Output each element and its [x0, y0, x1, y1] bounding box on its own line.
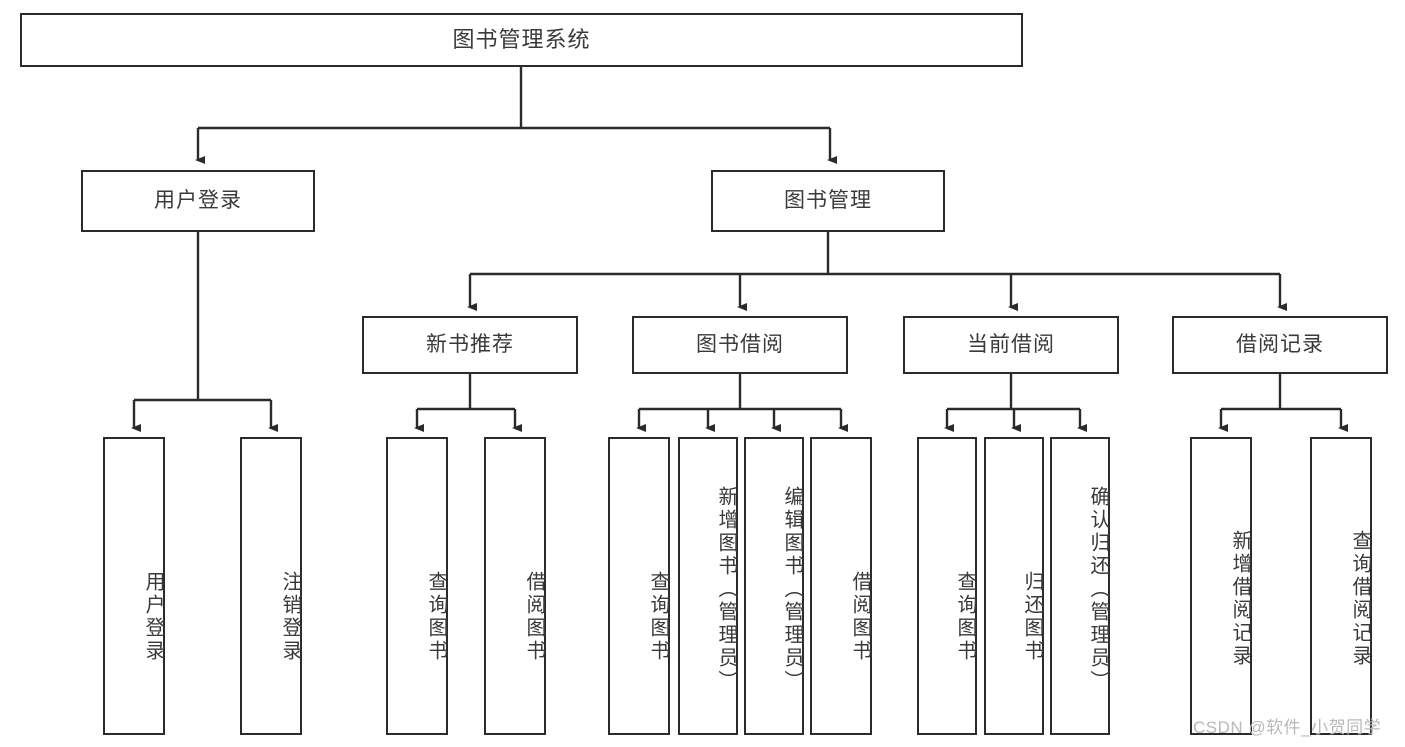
leaf-query-borrow-record[interactable]: 查询借阅记录	[1310, 437, 1372, 735]
leaf-query-book-borrow-label: 查询图书	[647, 571, 669, 663]
leaf-borrow-book[interactable]: 借阅图书	[810, 437, 872, 735]
leaf-confirm-return-admin[interactable]: 确认归还（管理员）	[1050, 437, 1110, 735]
leaf-edit-book-admin-label: 编辑图书（管理员）	[781, 485, 803, 693]
node-borrow-records[interactable]: 借阅记录	[1172, 316, 1388, 374]
leaf-add-book-admin-label: 新增图书（管理员）	[715, 485, 737, 693]
leaf-borrow-book-newbook-label: 借阅图书	[523, 571, 545, 663]
leaf-borrow-book-newbook[interactable]: 借阅图书	[484, 437, 546, 735]
leaf-logout-label: 注销登录	[279, 571, 301, 663]
leaf-query-book-newbook[interactable]: 查询图书	[386, 437, 448, 735]
leaf-borrow-book-label: 借阅图书	[849, 571, 871, 663]
leaf-add-borrow-record-label: 新增借阅记录	[1229, 530, 1251, 668]
leaf-add-borrow-record[interactable]: 新增借阅记录	[1190, 437, 1252, 735]
node-user-login[interactable]: 用户登录	[81, 170, 315, 232]
leaf-confirm-return-admin-label: 确认归还（管理员）	[1087, 485, 1109, 693]
leaf-query-borrow-record-label: 查询借阅记录	[1349, 530, 1371, 668]
leaf-user-login[interactable]: 用户登录	[103, 437, 165, 735]
leaf-return-book-label: 归还图书	[1021, 571, 1043, 663]
leaf-logout[interactable]: 注销登录	[240, 437, 302, 735]
leaf-query-book-borrow[interactable]: 查询图书	[608, 437, 670, 735]
node-new-book-recommend-label: 新书推荐	[426, 333, 514, 357]
node-book-management[interactable]: 图书管理	[711, 170, 945, 232]
node-current-borrow-label: 当前借阅	[967, 333, 1055, 357]
leaf-return-book[interactable]: 归还图书	[984, 437, 1044, 735]
leaf-edit-book-admin[interactable]: 编辑图书（管理员）	[744, 437, 804, 735]
leaf-query-book-current[interactable]: 查询图书	[917, 437, 977, 735]
node-book-borrow-label: 图书借阅	[696, 333, 784, 357]
leaf-add-book-admin[interactable]: 新增图书（管理员）	[678, 437, 738, 735]
leaf-user-login-label: 用户登录	[142, 571, 164, 663]
node-book-borrow[interactable]: 图书借阅	[632, 316, 848, 374]
node-root[interactable]: 图书管理系统	[20, 13, 1023, 67]
node-root-label: 图书管理系统	[452, 26, 591, 52]
node-current-borrow[interactable]: 当前借阅	[903, 316, 1119, 374]
node-new-book-recommend[interactable]: 新书推荐	[362, 316, 578, 374]
leaf-query-book-newbook-label: 查询图书	[425, 571, 447, 663]
csdn-watermark: CSDN @软件_小贺同学	[1193, 718, 1382, 737]
node-borrow-records-label: 借阅记录	[1236, 333, 1324, 357]
node-book-management-label: 图书管理	[784, 189, 872, 213]
node-user-login-label: 用户登录	[154, 189, 242, 213]
leaf-query-book-current-label: 查询图书	[954, 571, 976, 663]
